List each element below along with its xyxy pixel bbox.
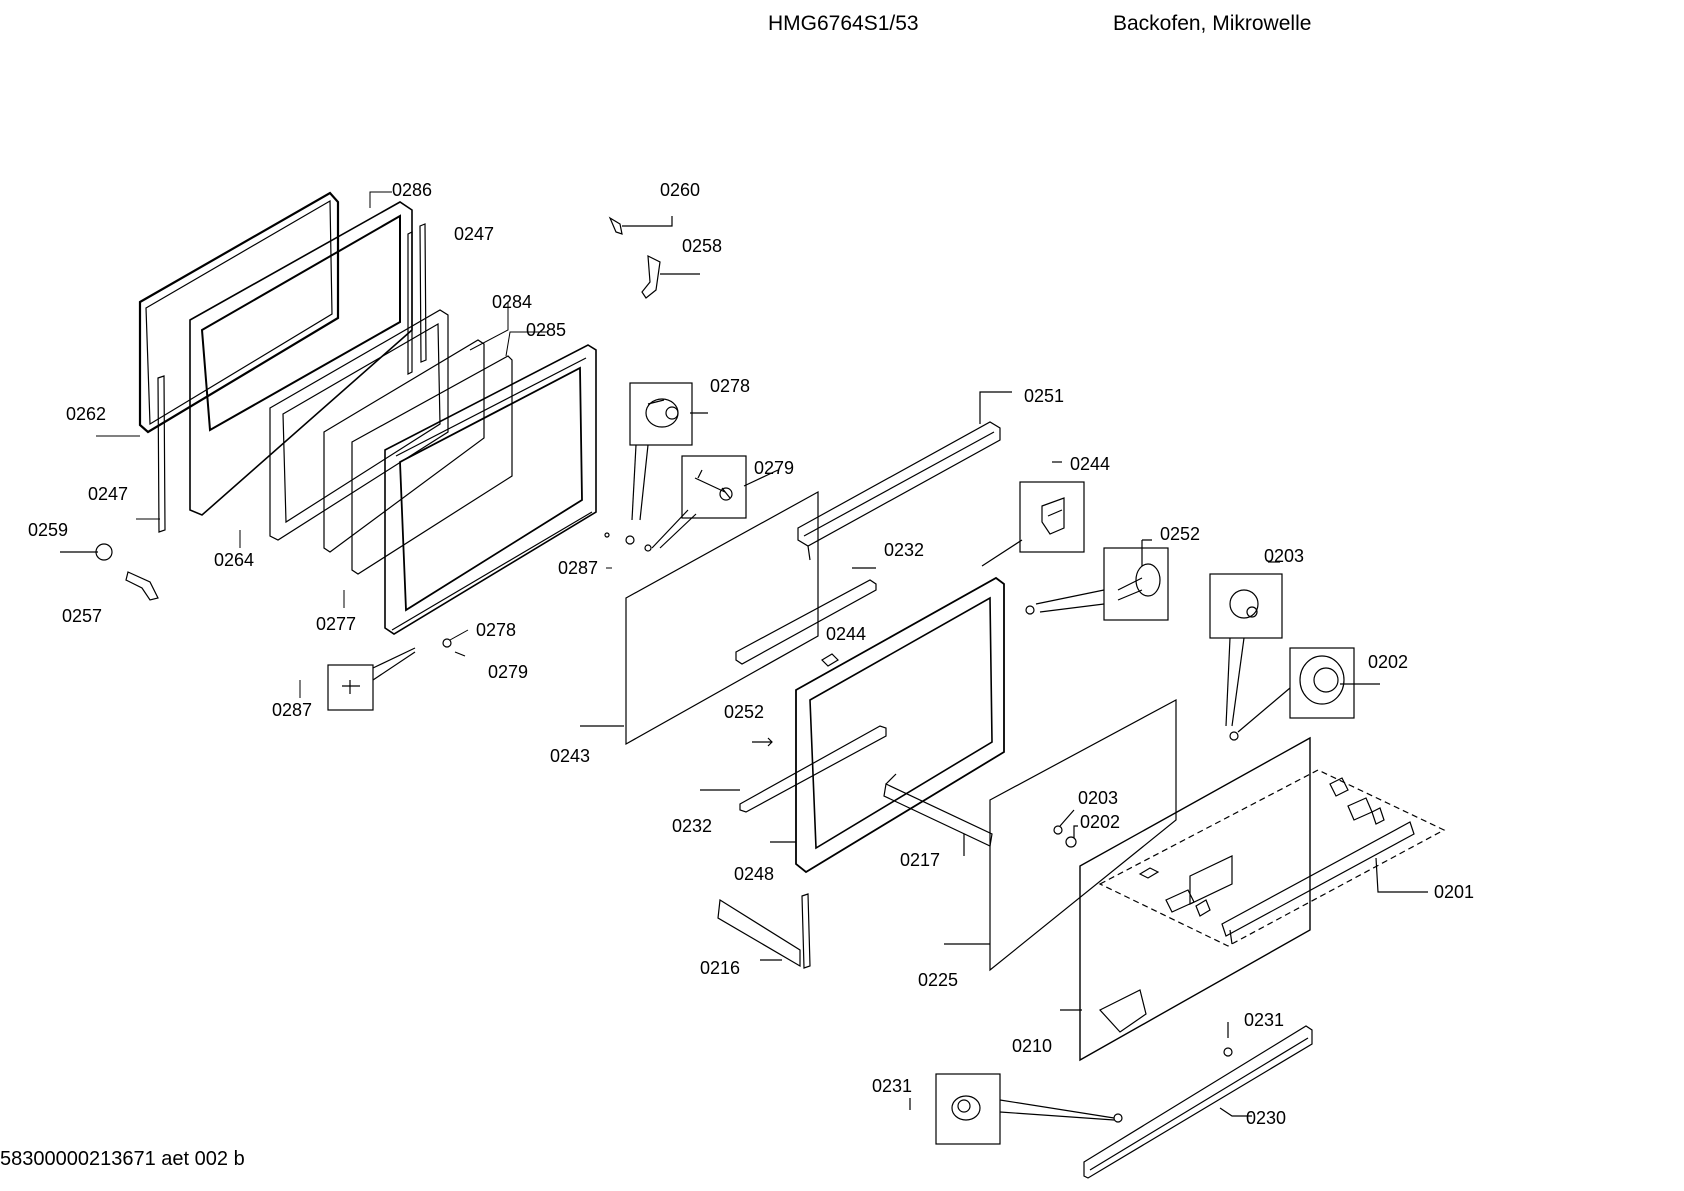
- part-labels: 0286 0247 0284 0285 0262 0247 0259 0264 …: [28, 180, 1474, 1128]
- label-0247: 0247: [88, 484, 128, 504]
- label-0260: 0260: [660, 180, 700, 200]
- label-0210: 0210: [1012, 1036, 1052, 1056]
- inner-door-frame-0248: [770, 576, 1005, 874]
- outer-door-glass-0262: [138, 191, 340, 434]
- slide-rail-0232-bottom: [700, 725, 887, 813]
- label-0262: 0262: [66, 404, 106, 424]
- door-seal-strip-0247-left: [157, 375, 166, 533]
- glass-pane-0284: [323, 339, 485, 553]
- label-0286: 0286: [392, 180, 432, 200]
- label-0201: 0201: [1434, 882, 1474, 902]
- inner-door-frame-0285: [384, 344, 597, 635]
- label-0284: 0284: [492, 292, 532, 312]
- label-0287: 0287: [272, 700, 312, 720]
- screw-0252: [752, 737, 773, 747]
- latch-detail-box-0244: [981, 461, 1085, 567]
- label-0203: 0203: [1078, 788, 1118, 808]
- label-0230: 0230: [1246, 1108, 1286, 1128]
- label-0225: 0225: [918, 970, 958, 990]
- label-0248: 0248: [734, 864, 774, 884]
- small-screws-0287: [604, 532, 652, 552]
- label-0232: 0232: [884, 540, 924, 560]
- trim-strip-0230: [1083, 1025, 1313, 1179]
- label-0217: 0217: [900, 850, 940, 870]
- knob-detail-box-0203: [1209, 561, 1283, 727]
- small-knob-0203: [1053, 809, 1075, 835]
- label-0203: 0203: [1264, 546, 1304, 566]
- label-0216: 0216: [700, 958, 740, 978]
- control-panel-glass-0225: [944, 698, 1177, 972]
- top-rail-0251: [797, 391, 1012, 561]
- knob-detail-box-0202: [1229, 647, 1380, 741]
- hinge-lever-0260: [608, 216, 673, 235]
- hinge-bracket-0257: [125, 571, 159, 601]
- label-0285: 0285: [526, 320, 566, 340]
- hinge-0259: [60, 543, 113, 561]
- label-0252: 0252: [1160, 524, 1200, 544]
- label-0244: 0244: [1070, 454, 1110, 474]
- bolt-detail-box-0279: [651, 455, 779, 549]
- label-0231: 0231: [1244, 1010, 1284, 1030]
- label-0278: 0278: [476, 620, 516, 640]
- roller-detail-box-0278: [629, 382, 708, 521]
- control-board-parts: [1138, 777, 1428, 945]
- label-0257: 0257: [62, 606, 102, 626]
- drawing-code: 58300000213671 aet 002 b: [0, 1148, 245, 1170]
- label-0231: 0231: [872, 1076, 912, 1096]
- appliance-description: Backofen, Mikrowelle: [1113, 12, 1312, 35]
- label-0251: 0251: [1024, 386, 1064, 406]
- label-0202: 0202: [1080, 812, 1120, 832]
- label-0287: 0287: [558, 558, 598, 578]
- label-0202: 0202: [1368, 652, 1408, 672]
- small-button-0231: [1223, 1022, 1233, 1057]
- label-0252: 0252: [724, 702, 764, 722]
- label-0278: 0278: [710, 376, 750, 396]
- label-0264: 0264: [214, 550, 254, 570]
- glass-panel-0243: [580, 490, 819, 746]
- label-0277: 0277: [316, 614, 356, 634]
- leader-lines: [96, 191, 612, 698]
- screw-0278-0279-small: [442, 638, 466, 657]
- label-0258: 0258: [682, 236, 722, 256]
- hinge-plate-0258: [641, 254, 700, 299]
- label-0259: 0259: [28, 520, 68, 540]
- slide-rail-0232-top: [735, 567, 877, 665]
- model-number: HMG6764S1/53: [768, 12, 919, 35]
- support-bracket-0216: [717, 893, 811, 969]
- screw-detail-box-0287: [327, 647, 416, 711]
- label-0279: 0279: [754, 458, 794, 478]
- control-board-0201: [1098, 769, 1446, 947]
- button-detail-box-0231: [909, 1073, 1123, 1145]
- label-0243: 0243: [550, 746, 590, 766]
- small-knob-0202: [1065, 825, 1078, 848]
- glass-pane-0277: [351, 355, 513, 575]
- label-0279: 0279: [488, 662, 528, 682]
- label-0232: 0232: [672, 816, 712, 836]
- latch-small-0244: [821, 653, 839, 667]
- inner-frame-0264: [269, 309, 449, 541]
- door-seal-strip-0247-top: [407, 223, 427, 375]
- motor-detail-box-0252: [1025, 539, 1169, 621]
- label-0244: 0244: [826, 624, 866, 644]
- label-0247: 0247: [454, 224, 494, 244]
